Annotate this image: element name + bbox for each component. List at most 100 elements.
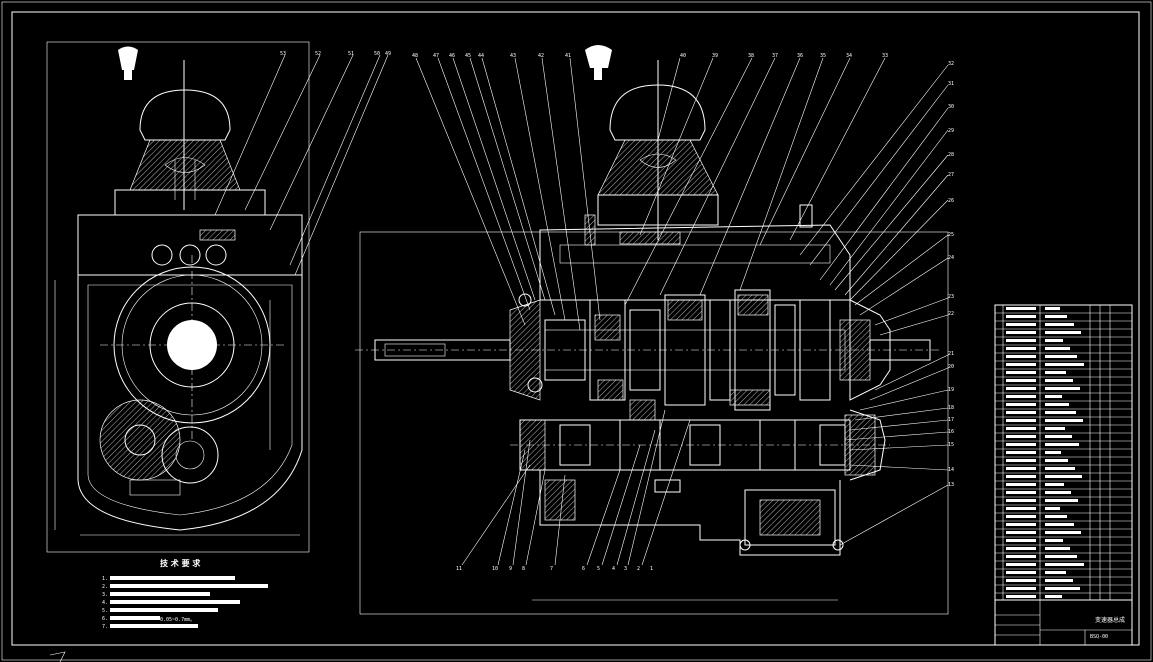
right-part-labels: 32 31 30 29 28 27 26 25 24 23 22 21 20 1… (948, 61, 954, 488)
tech-note-4: 4. (102, 600, 108, 606)
parts-list-name-fill (1045, 563, 1084, 566)
part-label-3: 3 (624, 566, 627, 572)
part-label-51: 51 (348, 51, 354, 57)
part-label-29: 29 (948, 128, 954, 134)
parts-list-code-fill (1006, 443, 1036, 446)
top-leader-lines (415, 57, 886, 331)
parts-list-code-fill (1006, 403, 1036, 406)
parts-list-rows (995, 304, 1132, 598)
part-label-41: 41 (565, 53, 571, 59)
part-label-35: 35 (820, 53, 826, 59)
parts-list-code-fill (1006, 307, 1036, 310)
part-label-10: 10 (492, 566, 498, 572)
title-block-name: 变速器总成 (1095, 616, 1125, 624)
parts-list-code-fill (1006, 491, 1036, 494)
left-side-view: 53 52 51 50 49 (46, 41, 391, 553)
tech-req-title: 技 术 要 求 (160, 558, 201, 568)
parts-list-name-fill (1045, 523, 1074, 526)
part-label-53: 53 (280, 51, 286, 57)
parts-list-name-fill (1045, 595, 1062, 598)
part-label-44: 44 (478, 53, 484, 59)
parts-list-name-fill (1045, 451, 1061, 454)
parts-list-name-fill (1045, 499, 1078, 502)
parts-list-name-fill (1045, 347, 1070, 350)
parts-list-code-fill (1006, 315, 1036, 318)
right-leader-lines (799, 64, 949, 546)
parts-list-name-fill (1045, 587, 1080, 590)
part-label-52: 52 (315, 51, 321, 57)
part-label-11: 11 (456, 566, 462, 572)
parts-list-name-fill (1045, 331, 1081, 334)
technical-requirements: 技 术 要 求 1. 2. 3. 4. 5. 6. 0.05~0.7mm。 7. (102, 558, 268, 630)
part-label-47: 47 (433, 53, 439, 59)
parts-list-name-fill (1045, 515, 1067, 518)
parts-list-name-fill (1045, 363, 1084, 366)
part-label-45: 45 (465, 53, 471, 59)
parts-list-name-fill (1045, 371, 1066, 374)
parts-list-name-fill (1045, 507, 1060, 510)
parts-list-code-fill (1006, 419, 1036, 422)
parts-list-name-fill (1045, 531, 1081, 534)
tech-note-fragment: 0.05~0.7mm。 (160, 617, 195, 623)
parts-list-name-fill (1045, 579, 1073, 582)
parts-list-name-fill (1045, 483, 1064, 486)
parts-list-name-fill (1045, 339, 1063, 342)
part-label-13: 13 (948, 482, 954, 488)
part-label-48: 48 (412, 53, 418, 59)
part-label-34: 34 (846, 53, 852, 59)
part-label-14: 14 (948, 467, 954, 473)
part-label-31: 31 (948, 81, 954, 87)
title-block-code: BSQ-00 (1090, 634, 1108, 640)
part-label-27: 27 (948, 172, 954, 178)
part-label-20: 20 (948, 364, 954, 370)
parts-list-name-fill (1045, 395, 1062, 398)
part-label-25: 25 (948, 232, 954, 238)
part-label-1: 1 (650, 566, 653, 572)
part-label-22: 22 (948, 311, 954, 317)
parts-list-name-fill (1045, 475, 1082, 478)
tech-note-5: 5. (102, 608, 108, 614)
tech-note-3: 3. (102, 592, 108, 598)
top-part-labels: 48 47 46 45 44 43 42 41 40 39 38 37 36 3… (412, 53, 888, 59)
part-label-5: 5 (597, 566, 600, 572)
parts-list-name-fill (1045, 443, 1079, 446)
parts-list-code-fill (1006, 555, 1036, 558)
parts-list-name-fill (1045, 435, 1072, 438)
part-label-18: 18 (948, 405, 954, 411)
parts-list-name-fill (1045, 459, 1068, 462)
part-label-39: 39 (712, 53, 718, 59)
parts-list-code-fill (1006, 499, 1036, 502)
main-section-view (355, 45, 949, 615)
parts-list-code-fill (1006, 331, 1036, 334)
parts-list-name-fill (1045, 539, 1063, 542)
parts-list-code-fill (1006, 323, 1036, 326)
parts-list-name-fill (1045, 411, 1076, 414)
parts-list-code-fill (1006, 571, 1036, 574)
parts-list-code-fill (1006, 547, 1036, 550)
parts-list-code-fill (1006, 387, 1036, 390)
tech-note-7: 7. (102, 624, 108, 630)
inner-border (11, 11, 1140, 646)
parts-list-name-fill (1045, 571, 1066, 574)
part-label-46: 46 (449, 53, 455, 59)
parts-list-code-fill (1006, 563, 1036, 566)
part-label-2: 2 (637, 566, 640, 572)
parts-list-name-fill (1045, 491, 1071, 494)
tech-note-1: 1. (102, 576, 108, 582)
part-label-17: 17 (948, 417, 954, 423)
parts-list-name-fill (1045, 419, 1083, 422)
parts-list-code-fill (1006, 411, 1036, 414)
part-label-49: 49 (385, 51, 391, 57)
parts-list-code-fill (1006, 579, 1036, 582)
parts-list-name-fill (1045, 427, 1065, 430)
bottom-part-labels: 11 10 9 8 7 6 5 4 3 2 1 (456, 566, 653, 572)
parts-list-code-fill (1006, 523, 1036, 526)
parts-list-code-fill (1006, 467, 1036, 470)
parts-list-code-fill (1006, 459, 1036, 462)
parts-list-code-fill (1006, 355, 1036, 358)
part-label-36: 36 (797, 53, 803, 59)
parts-list-name-fill (1045, 467, 1075, 470)
parts-list-name-fill (1045, 379, 1073, 382)
parts-list-code-fill (1006, 347, 1036, 350)
